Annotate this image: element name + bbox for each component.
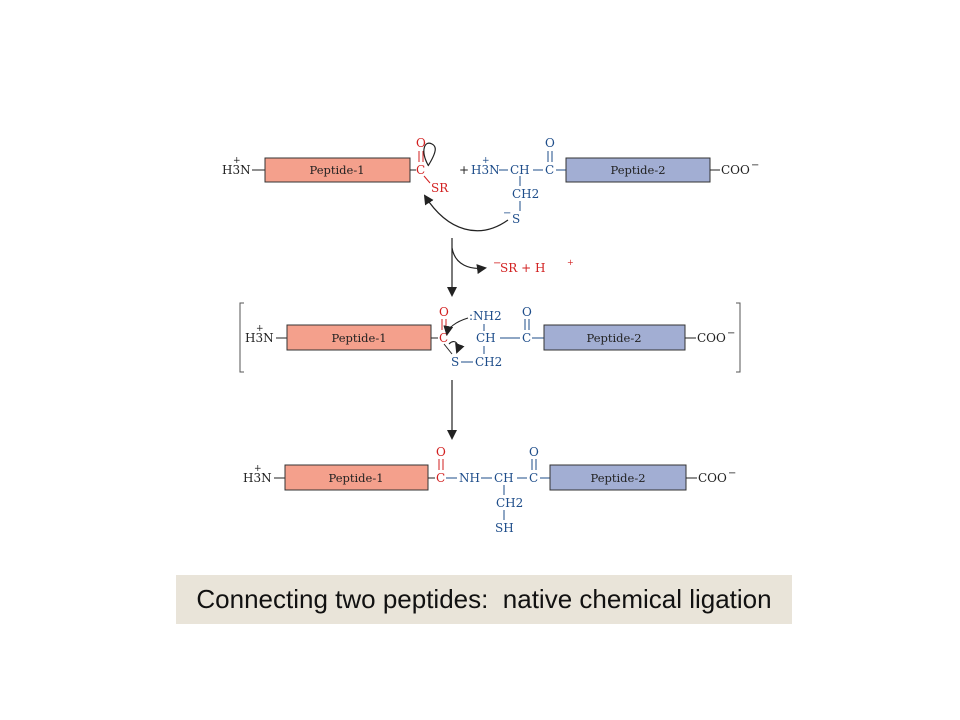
step1-reactants: H3N + Peptide-1 C O SR + H3N + CH C O CH… — [222, 136, 759, 232]
c-terminus-label: COO — [721, 163, 750, 177]
thiolate-charge: − — [503, 208, 511, 219]
n-terminus-charge: + — [256, 324, 264, 334]
cys-ch2: CH2 — [512, 187, 539, 201]
thioester-oxygen: O — [416, 136, 426, 150]
c-terminus-label: COO — [697, 331, 726, 345]
proton-charge: + — [567, 258, 574, 267]
amine-nh2: :NH2 — [469, 309, 502, 323]
bond — [443, 343, 453, 355]
attack-arrow — [423, 194, 509, 232]
peptide1-label: Peptide-1 — [309, 163, 364, 177]
cys-thiol-sh: SH — [495, 521, 514, 535]
peptide2-label: Peptide-2 — [610, 163, 665, 177]
cys-carbonyl-o: O — [522, 305, 532, 319]
cys-alpha-ch: CH — [494, 471, 514, 485]
peptide2-box — [543, 324, 686, 351]
plus-sign: + — [459, 163, 469, 177]
leaving-group: SR + H — [500, 261, 545, 275]
amide-oxygen: O — [436, 445, 446, 459]
cys-carbonyl-c: C — [545, 163, 554, 177]
peptide2-box — [549, 464, 687, 491]
amide-carbon: C — [436, 471, 445, 485]
n-terminus-charge: + — [254, 464, 262, 474]
step2-intermediate: H3N + Peptide-1 C O :NH2 CH C O S CH2 Pe… — [239, 302, 741, 373]
acyl-shift-arrow-2 — [448, 341, 465, 354]
caption-box: Connecting two peptides: native chemical… — [176, 575, 792, 624]
n-terminus-label: H3N — [222, 163, 251, 177]
step3-product: H3N + Peptide-1 C O NH CH C O CH2 SH Pep… — [243, 445, 736, 535]
cys-carbonyl-c: C — [529, 471, 538, 485]
peptide1-label: Peptide-1 — [328, 471, 383, 485]
caption-text: Connecting two peptides: native chemical… — [196, 584, 772, 614]
thiolate-s: S — [512, 212, 520, 226]
thioester-carbon: C — [416, 163, 425, 177]
cys-amine: H3N — [471, 163, 500, 177]
electron-arrow — [423, 142, 436, 167]
peptide1-box — [264, 157, 411, 183]
cys-ch2: CH2 — [475, 355, 502, 369]
peptide2-label: Peptide-2 — [590, 471, 645, 485]
c-terminus-label: COO — [698, 471, 727, 485]
c-terminus-charge: − — [727, 328, 735, 339]
c-terminus-charge: − — [728, 468, 736, 479]
right-bracket — [736, 302, 741, 373]
c-terminus-charge: − — [751, 160, 759, 171]
thioester-s: S — [451, 355, 459, 369]
amide-nh: NH — [459, 471, 480, 485]
cys-alpha-ch: CH — [476, 331, 496, 345]
leaving-group-charge: − — [493, 258, 501, 269]
peptide1-label: Peptide-1 — [331, 331, 386, 345]
reaction-arrow-1: − SR + H + — [447, 238, 574, 297]
n-terminus-label: H3N — [243, 471, 272, 485]
peptide2-label: Peptide-2 — [586, 331, 641, 345]
cys-carbonyl-c: C — [522, 331, 531, 345]
tetrahedral-carbon: C — [439, 331, 448, 345]
cys-amine-charge: + — [482, 156, 490, 166]
n-terminus-charge: + — [233, 156, 241, 166]
cys-alpha-ch: CH — [510, 163, 530, 177]
thioester-sr: SR — [431, 181, 449, 195]
acyl-shift-arrow — [443, 317, 469, 336]
n-terminus-label: H3N — [245, 331, 274, 345]
left-bracket — [239, 302, 244, 373]
peptide1-box — [286, 324, 432, 351]
cys-ch2: CH2 — [496, 496, 523, 510]
bond — [423, 175, 431, 184]
tetrahedral-oxygen: O — [439, 305, 449, 319]
cys-carbonyl-o: O — [529, 445, 539, 459]
cys-carbonyl-o: O — [545, 136, 555, 150]
